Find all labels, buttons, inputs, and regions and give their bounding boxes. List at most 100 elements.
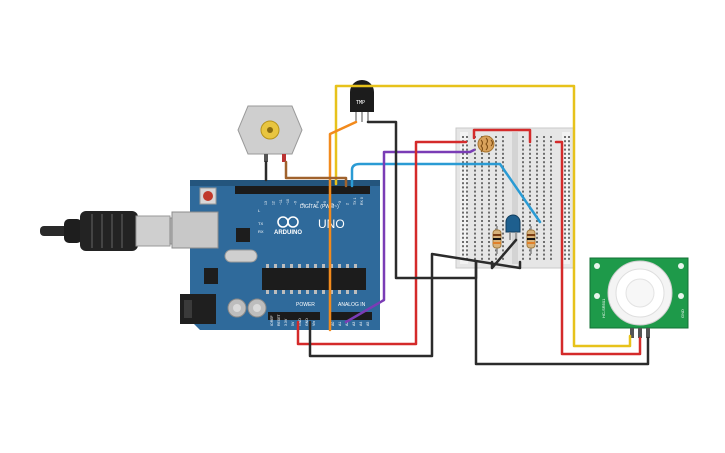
power-rail-hole[interactable] — [462, 211, 464, 214]
breadboard-hole[interactable] — [536, 228, 538, 231]
power-rail-hole[interactable] — [568, 144, 570, 147]
breadboard-hole[interactable] — [488, 169, 490, 172]
breadboard-hole[interactable] — [495, 173, 497, 176]
breadboard-hole[interactable] — [495, 224, 497, 227]
breadboard-hole[interactable] — [529, 144, 531, 147]
breadboard-hole[interactable] — [481, 161, 483, 164]
power-rail-hole[interactable] — [466, 157, 468, 159]
breadboard-hole[interactable] — [536, 199, 538, 201]
power-rail-hole[interactable] — [568, 211, 570, 214]
power-rail-hole[interactable] — [462, 165, 464, 168]
power-rail-hole[interactable] — [568, 136, 570, 138]
power-rail-hole[interactable] — [462, 136, 464, 138]
power-rail-hole[interactable] — [564, 215, 566, 218]
breadboard-hole[interactable] — [543, 161, 545, 164]
power-rail-hole[interactable] — [568, 186, 570, 189]
breadboard-hole[interactable] — [488, 224, 490, 227]
wire-brown[interactable] — [284, 160, 348, 188]
reset-button[interactable] — [203, 191, 213, 201]
power-rail-hole[interactable] — [564, 236, 566, 239]
breadboard-hole[interactable] — [481, 215, 483, 218]
power-rail-hole[interactable] — [462, 194, 464, 197]
breadboard-hole[interactable] — [550, 220, 552, 222]
wire-red-pir[interactable] — [554, 140, 642, 356]
breadboard-hole[interactable] — [488, 182, 490, 185]
breadboard-hole[interactable] — [502, 148, 504, 151]
breadboard-hole[interactable] — [543, 245, 545, 248]
breadboard-hole[interactable] — [522, 245, 524, 248]
breadboard-hole[interactable] — [474, 178, 476, 180]
power-rail-hole[interactable] — [564, 173, 566, 176]
breadboard-hole[interactable] — [474, 245, 476, 248]
power-rail-hole[interactable] — [568, 253, 570, 256]
breadboard-hole[interactable] — [502, 161, 504, 164]
breadboard-hole[interactable] — [536, 182, 538, 185]
power-rail-hole[interactable] — [568, 173, 570, 176]
breadboard-hole[interactable] — [502, 169, 504, 172]
breadboard-hole[interactable] — [481, 241, 483, 243]
power-rail-hole[interactable] — [564, 245, 566, 248]
power-rail-hole[interactable] — [462, 232, 464, 235]
breadboard-hole[interactable] — [536, 257, 538, 260]
breadboard-hole[interactable] — [522, 173, 524, 176]
breadboard-hole[interactable] — [522, 232, 524, 235]
power-rail-hole[interactable] — [564, 257, 566, 260]
power-rail-hole[interactable] — [564, 232, 566, 235]
breadboard-hole[interactable] — [481, 165, 483, 168]
breadboard-hole[interactable] — [502, 224, 504, 227]
breadboard-hole[interactable] — [481, 253, 483, 256]
breadboard-hole[interactable] — [474, 257, 476, 260]
power-rail-hole[interactable] — [466, 220, 468, 222]
breadboard-hole[interactable] — [550, 161, 552, 164]
power-rail-hole[interactable] — [568, 152, 570, 155]
power-rail-hole[interactable] — [462, 144, 464, 147]
breadboard-hole[interactable] — [543, 257, 545, 260]
power-rail-hole[interactable] — [564, 144, 566, 147]
breadboard-hole[interactable] — [543, 157, 545, 159]
breadboard-hole[interactable] — [543, 165, 545, 168]
breadboard-hole[interactable] — [550, 224, 552, 227]
breadboard-hole[interactable] — [481, 207, 483, 210]
breadboard-hole[interactable] — [495, 220, 497, 222]
breadboard-hole[interactable] — [495, 182, 497, 185]
breadboard-hole[interactable] — [474, 228, 476, 231]
breadboard-hole[interactable] — [481, 249, 483, 252]
breadboard-hole[interactable] — [550, 199, 552, 201]
breadboard-hole[interactable] — [502, 152, 504, 155]
breadboard-hole[interactable] — [529, 203, 531, 206]
breadboard-hole[interactable] — [488, 161, 490, 164]
breadboard-hole[interactable] — [529, 249, 531, 252]
breadboard-hole[interactable] — [543, 152, 545, 155]
breadboard-hole[interactable] — [495, 257, 497, 260]
breadboard-hole[interactable] — [474, 215, 476, 218]
power-rail-hole[interactable] — [466, 190, 468, 193]
breadboard-hole[interactable] — [488, 220, 490, 222]
power-rail-hole[interactable] — [564, 249, 566, 252]
breadboard-hole[interactable] — [495, 211, 497, 214]
breadboard-hole[interactable] — [529, 194, 531, 197]
power-rail-hole[interactable] — [462, 236, 464, 239]
breadboard-hole[interactable] — [522, 186, 524, 189]
breadboard-hole[interactable] — [481, 178, 483, 180]
power-rail-hole[interactable] — [466, 186, 468, 189]
power-rail-hole[interactable] — [564, 199, 566, 201]
breadboard-hole[interactable] — [488, 165, 490, 168]
breadboard-hole[interactable] — [529, 178, 531, 180]
wire-black-gnd[interactable] — [308, 252, 522, 358]
breadboard-hole[interactable] — [522, 136, 524, 138]
power-rail-hole[interactable] — [568, 161, 570, 164]
breadboard-hole[interactable] — [536, 203, 538, 206]
breadboard-hole[interactable] — [536, 148, 538, 151]
power-rail-hole[interactable] — [466, 182, 468, 185]
breadboard-hole[interactable] — [550, 144, 552, 147]
breadboard-hole[interactable] — [522, 257, 524, 260]
breadboard-hole[interactable] — [550, 253, 552, 256]
breadboard-hole[interactable] — [536, 207, 538, 210]
breadboard-hole[interactable] — [495, 194, 497, 197]
power-rail-hole[interactable] — [462, 215, 464, 218]
breadboard-hole[interactable] — [550, 165, 552, 168]
breadboard-hole[interactable] — [543, 215, 545, 218]
breadboard-hole[interactable] — [488, 236, 490, 239]
breadboard-hole[interactable] — [474, 144, 476, 147]
power-rail-hole[interactable] — [462, 253, 464, 256]
